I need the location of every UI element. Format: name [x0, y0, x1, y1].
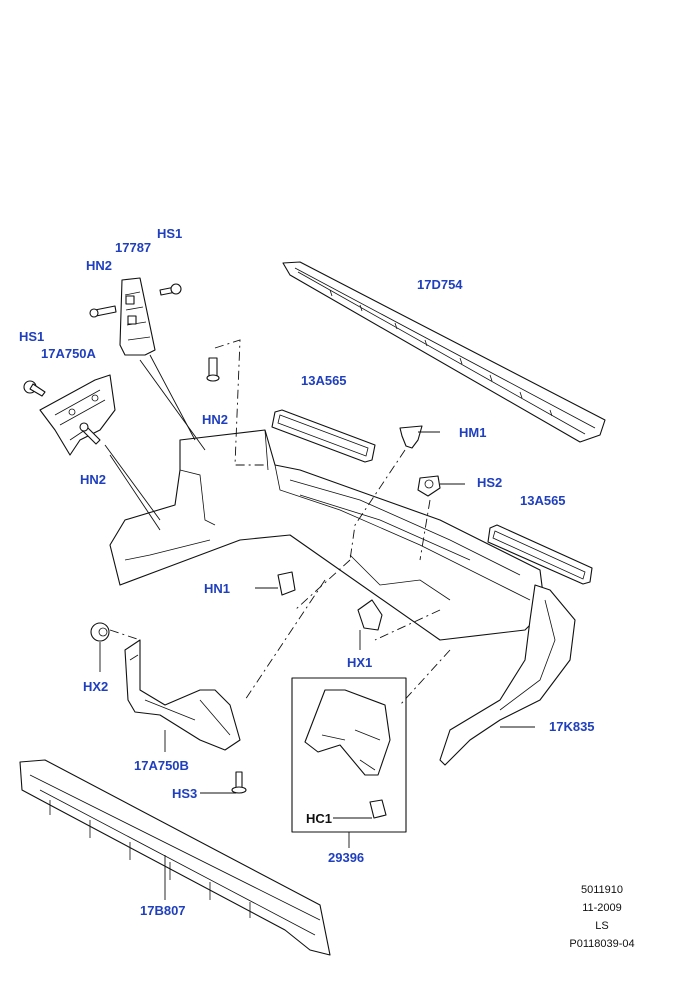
- stud-hn2-mid: [206, 357, 220, 382]
- plug-hx2: [90, 622, 110, 642]
- clip-hn1: [277, 571, 296, 596]
- bumper-end-cap: [439, 584, 576, 766]
- label-hc1: HC1: [306, 811, 332, 826]
- reflector-left: [271, 409, 376, 463]
- label-17a750b: 17A750B: [134, 758, 189, 773]
- kit-box-29396: [291, 677, 407, 833]
- energy-absorber-17b807: [19, 759, 331, 956]
- leader-lines: [99, 339, 535, 900]
- screw-hs1-top: [159, 283, 182, 296]
- label-hs1-top: HS1: [157, 226, 182, 241]
- label-17k835: 17K835: [549, 719, 595, 734]
- trim-strip: [282, 261, 606, 443]
- label-hn1: HN1: [204, 581, 230, 596]
- label-hx2: HX2: [83, 679, 108, 694]
- clip-hx1: [357, 599, 383, 631]
- label-hm1: HM1: [459, 425, 486, 440]
- label-17b807: 17B807: [140, 903, 186, 918]
- bracket-17a750a: [39, 374, 116, 456]
- meta-line-2: 11-2009: [582, 902, 622, 914]
- screw-hs1-left: [23, 380, 46, 397]
- label-17d754: 17D754: [417, 277, 463, 292]
- label-hx1: HX1: [347, 655, 372, 670]
- bracket-17a750b: [124, 639, 241, 751]
- bracket-17787: [119, 277, 156, 356]
- label-hs1-left: HS1: [19, 329, 44, 344]
- label-hs3: HS3: [172, 786, 197, 801]
- meta-line-4: P0118039-04: [569, 938, 634, 950]
- meta-line-3: LS: [595, 920, 608, 932]
- label-hs2: HS2: [477, 475, 502, 490]
- label-29396: 29396: [328, 850, 364, 865]
- nut-hs2: [417, 475, 441, 497]
- plug-hm1: [399, 425, 423, 449]
- bumper-cover: [109, 429, 546, 641]
- label-17787: 17787: [115, 240, 151, 255]
- label-hn2-top: HN2: [86, 258, 112, 273]
- screw-hn2-top: [89, 305, 117, 318]
- label-17a750a: 17A750A: [41, 346, 97, 361]
- label-13a565-left: 13A565: [301, 373, 347, 388]
- label-13a565-right: 13A565: [520, 493, 566, 508]
- screw-hn2-left: [79, 422, 101, 445]
- label-hn2-mid: HN2: [202, 412, 228, 427]
- meta-line-1: 5011910: [581, 884, 623, 896]
- label-hn2-left: HN2: [80, 472, 106, 487]
- screw-hs3: [231, 771, 247, 794]
- reflector-right: [487, 524, 593, 585]
